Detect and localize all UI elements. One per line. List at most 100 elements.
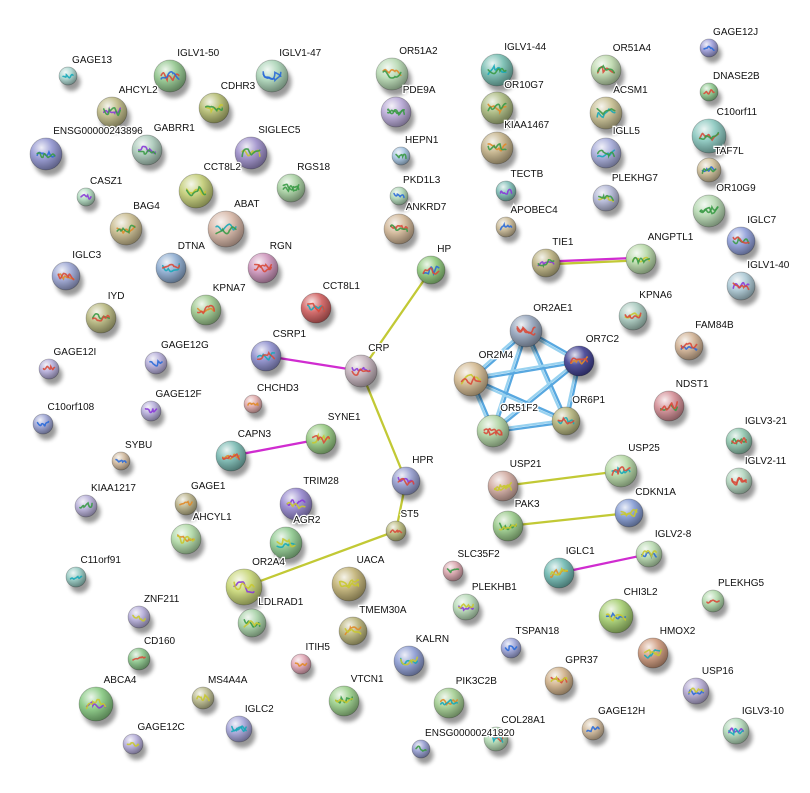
protein-node[interactable] [543, 557, 578, 594]
node-sphere[interactable] [674, 331, 704, 361]
protein-node[interactable] [590, 54, 625, 91]
protein-node[interactable] [416, 255, 449, 290]
protein-node[interactable] [375, 57, 412, 96]
protein-node[interactable] [722, 717, 753, 750]
protein-node[interactable] [492, 510, 527, 547]
protein-node[interactable] [581, 717, 608, 746]
protein-node[interactable] [725, 427, 756, 460]
protein-node[interactable] [383, 213, 418, 250]
protein-node[interactable] [590, 137, 625, 174]
node-sphere[interactable] [581, 717, 605, 741]
protein-node[interactable] [279, 487, 316, 526]
protein-node[interactable] [380, 96, 415, 133]
protein-node[interactable] [269, 526, 306, 565]
protein-node[interactable] [701, 589, 728, 618]
node-sphere[interactable] [692, 194, 726, 228]
protein-node[interactable] [696, 157, 725, 188]
protein-node[interactable] [38, 358, 63, 385]
protein-node[interactable] [531, 248, 564, 283]
protein-node[interactable] [391, 146, 414, 171]
protein-node[interactable] [131, 134, 166, 171]
interaction-edge[interactable] [544, 256, 643, 263]
protein-node[interactable] [509, 314, 546, 353]
protein-node[interactable] [433, 687, 468, 724]
protein-node[interactable] [495, 180, 520, 207]
node-sphere[interactable] [604, 454, 638, 488]
protein-node[interactable] [300, 292, 335, 329]
protein-node[interactable] [635, 540, 666, 573]
node-sphere[interactable] [225, 568, 263, 606]
protein-node[interactable] [250, 340, 285, 377]
protein-node[interactable] [190, 294, 225, 331]
node-sphere[interactable] [699, 38, 719, 58]
protein-node[interactable] [393, 645, 428, 682]
node-sphere[interactable] [442, 560, 464, 582]
protein-node[interactable] [122, 733, 147, 760]
protein-node[interactable] [225, 715, 256, 748]
protein-node[interactable] [127, 605, 154, 634]
interaction-edge[interactable] [492, 360, 581, 434]
protein-node[interactable] [476, 414, 513, 453]
protein-node[interactable] [276, 173, 309, 208]
protein-node[interactable] [500, 637, 525, 664]
protein-node[interactable] [563, 345, 598, 382]
protein-node[interactable] [51, 261, 84, 296]
protein-node[interactable] [255, 59, 292, 98]
protein-node[interactable] [653, 390, 688, 427]
protein-node[interactable] [618, 301, 651, 336]
node-sphere[interactable] [191, 686, 215, 710]
protein-node[interactable] [338, 616, 371, 651]
node-sphere[interactable] [492, 510, 524, 542]
node-sphere[interactable] [725, 467, 753, 495]
protein-node[interactable] [391, 466, 424, 501]
protein-node[interactable] [247, 252, 282, 289]
protein-node[interactable] [483, 726, 512, 757]
protein-node[interactable] [174, 492, 201, 521]
node-sphere[interactable] [269, 526, 303, 560]
protein-node[interactable] [495, 216, 520, 243]
protein-node[interactable] [170, 523, 205, 560]
protein-node[interactable] [452, 593, 483, 626]
protein-node[interactable] [144, 351, 171, 380]
protein-node[interactable] [589, 96, 626, 135]
protein-node[interactable] [598, 598, 637, 639]
node-sphere[interactable] [375, 57, 409, 91]
protein-node[interactable] [32, 413, 57, 440]
protein-node[interactable] [725, 467, 756, 500]
protein-node[interactable] [389, 186, 412, 211]
node-sphere[interactable] [635, 540, 663, 568]
protein-node[interactable] [344, 354, 381, 393]
protein-node[interactable] [453, 361, 492, 402]
interaction-edge[interactable] [491, 358, 580, 432]
protein-node[interactable] [331, 566, 370, 607]
protein-node[interactable] [207, 210, 248, 253]
node-sphere[interactable] [344, 354, 378, 388]
protein-node[interactable] [385, 520, 410, 547]
protein-node[interactable] [65, 566, 90, 593]
node-sphere[interactable] [290, 653, 312, 675]
node-sphere[interactable] [453, 361, 489, 397]
protein-node[interactable] [726, 226, 759, 261]
protein-node[interactable] [487, 470, 522, 507]
node-sphere[interactable] [207, 210, 245, 248]
protein-node[interactable] [328, 685, 363, 722]
protein-node[interactable] [127, 647, 154, 676]
protein-node[interactable] [111, 451, 134, 476]
protein-node[interactable] [544, 666, 577, 701]
protein-node[interactable] [109, 212, 146, 251]
node-sphere[interactable] [416, 255, 446, 285]
protein-node[interactable] [480, 91, 517, 130]
protein-node[interactable] [198, 92, 233, 129]
protein-node[interactable] [237, 608, 270, 643]
protein-node[interactable] [625, 243, 660, 280]
protein-node[interactable] [411, 739, 434, 764]
protein-node[interactable] [74, 494, 101, 523]
protein-node[interactable] [699, 38, 722, 63]
protein-node[interactable] [691, 118, 730, 159]
protein-node[interactable] [215, 440, 250, 477]
node-sphere[interactable] [495, 180, 517, 202]
protein-node[interactable] [480, 53, 517, 92]
protein-node[interactable] [699, 82, 722, 107]
protein-node[interactable] [153, 59, 190, 98]
interaction-edge[interactable] [506, 511, 631, 528]
